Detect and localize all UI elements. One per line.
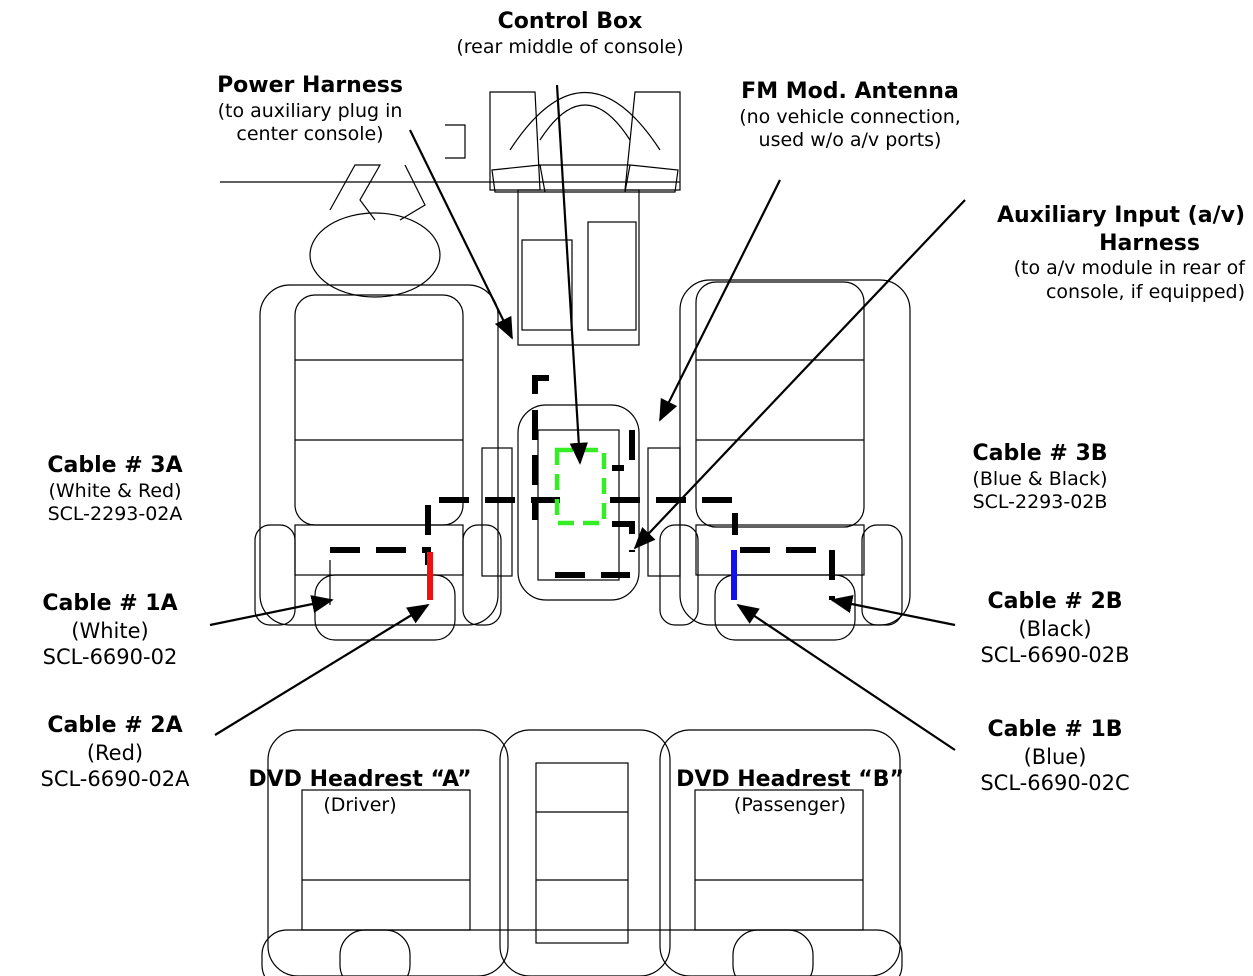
- label-cable-3a-sub2: SCL-2293-02A: [47, 503, 183, 526]
- label-aux-input: Auxiliary Input (a/v) Harness (to a/v mo…: [915, 202, 1245, 305]
- cable-run-right-lower: [740, 547, 835, 600]
- label-dvd-b-title: DVD Headrest “B”: [676, 767, 904, 792]
- label-cable-3b-sub2: SCL-2293-02B: [972, 491, 1108, 514]
- label-cable-2b-sub1: (Black): [1018, 616, 1092, 641]
- label-cable-1a-title: Cable # 1A: [42, 591, 178, 616]
- label-dvd-a-title: DVD Headrest “A”: [248, 767, 472, 792]
- center-console: [481, 189, 681, 601]
- label-control-box: Control Box (rear middle of console): [410, 8, 730, 59]
- cable-run-console-mid: [612, 521, 635, 552]
- label-cable-2a-title: Cable # 2A: [47, 713, 183, 738]
- passenger-seat: [659, 279, 911, 641]
- control-box-outline: [554, 447, 607, 526]
- label-cable-3b: Cable # 3B (Blue & Black) SCL-2293-02B: [930, 440, 1150, 515]
- label-cable-3a: Cable # 3A (White & Red) SCL-2293-02A: [5, 452, 225, 527]
- label-cable-1a-sub2: SCL-6690-02: [42, 644, 178, 669]
- label-cable-3b-title: Cable # 3B: [972, 441, 1108, 466]
- label-fm-antenna: FM Mod. Antenna (no vehicle connection, …: [700, 78, 1000, 153]
- label-cable-1b-sub1: (Blue): [1023, 744, 1087, 769]
- arrow-fm-antenna: [659, 179, 781, 422]
- label-aux-input-sub1: (to a/v module in rear of: [1013, 257, 1245, 279]
- cable-run-console-top: [532, 375, 560, 440]
- arrow-cable-2b: [830, 595, 956, 627]
- label-dvd-b: DVD Headrest “B” (Passenger): [640, 766, 940, 817]
- driver-seat: [254, 164, 502, 641]
- cable-run-left-lower: [330, 547, 431, 565]
- label-control-box-sub: (rear middle of console): [456, 35, 684, 58]
- label-fm-antenna-sub1: (no vehicle connection,: [739, 105, 961, 128]
- label-dvd-b-sub: (Passenger): [733, 793, 847, 816]
- label-power-harness-sub1: (to auxiliary plug in: [217, 99, 403, 122]
- arrow-aux-input: [633, 199, 966, 550]
- cable-run-right: [610, 497, 738, 535]
- arrow-cable-2a: [214, 604, 430, 736]
- label-fm-antenna-sub2: used w/o a/v ports): [758, 129, 942, 152]
- arrow-cable-1b: [736, 603, 956, 751]
- label-cable-3a-title: Cable # 3A: [47, 453, 183, 478]
- label-aux-input-title2: Harness: [1099, 230, 1200, 256]
- callout-arrows: [209, 84, 966, 751]
- label-cable-2b: Cable # 2B (Black) SCL-6690-02B: [945, 588, 1165, 668]
- label-power-harness-sub2: center console): [236, 123, 384, 146]
- label-cable-1a: Cable # 1A (White) SCL-6690-02: [5, 590, 215, 670]
- label-fm-antenna-title: FM Mod. Antenna: [741, 79, 959, 104]
- arrow-cable-1a: [209, 595, 334, 627]
- label-cable-2b-sub2: SCL-6690-02B: [980, 642, 1130, 667]
- label-cable-2a: Cable # 2A (Red) SCL-6690-02A: [5, 712, 225, 792]
- cable-run-left: [425, 497, 560, 535]
- label-aux-input-sub2: console, if equipped): [1045, 280, 1245, 303]
- label-cable-3b-sub1: (Blue & Black): [972, 467, 1108, 490]
- arrow-power-harness: [409, 129, 513, 340]
- cable-runs: [330, 375, 835, 600]
- label-cable-1a-sub1: (White): [71, 618, 149, 643]
- label-cable-1b-sub2: SCL-6690-02C: [980, 770, 1130, 795]
- label-dvd-a: DVD Headrest “A” (Driver): [215, 766, 505, 817]
- label-cable-2a-sub2: SCL-6690-02A: [40, 766, 190, 791]
- front-console-hood: [489, 91, 681, 193]
- label-cable-1b: Cable # 1B (Blue) SCL-6690-02C: [945, 716, 1165, 796]
- label-cable-2b-title: Cable # 2B: [987, 589, 1123, 614]
- arrow-control-box: [555, 84, 588, 465]
- bracket-mark: [445, 124, 466, 159]
- label-aux-input-title1: Auxiliary Input (a/v): [997, 203, 1245, 228]
- rear-bench: [261, 729, 903, 976]
- label-power-harness-title: Power Harness: [217, 73, 403, 98]
- label-cable-3a-sub1: (White & Red): [48, 479, 182, 502]
- label-control-box-title: Control Box: [497, 9, 643, 34]
- label-power-harness: Power Harness (to auxiliary plug in cent…: [165, 72, 455, 147]
- label-dvd-a-sub: (Driver): [323, 793, 397, 816]
- cable-run-console-right: [612, 430, 635, 471]
- label-cable-1b-title: Cable # 1B: [987, 717, 1123, 742]
- label-cable-2a-sub1: (Red): [86, 740, 144, 765]
